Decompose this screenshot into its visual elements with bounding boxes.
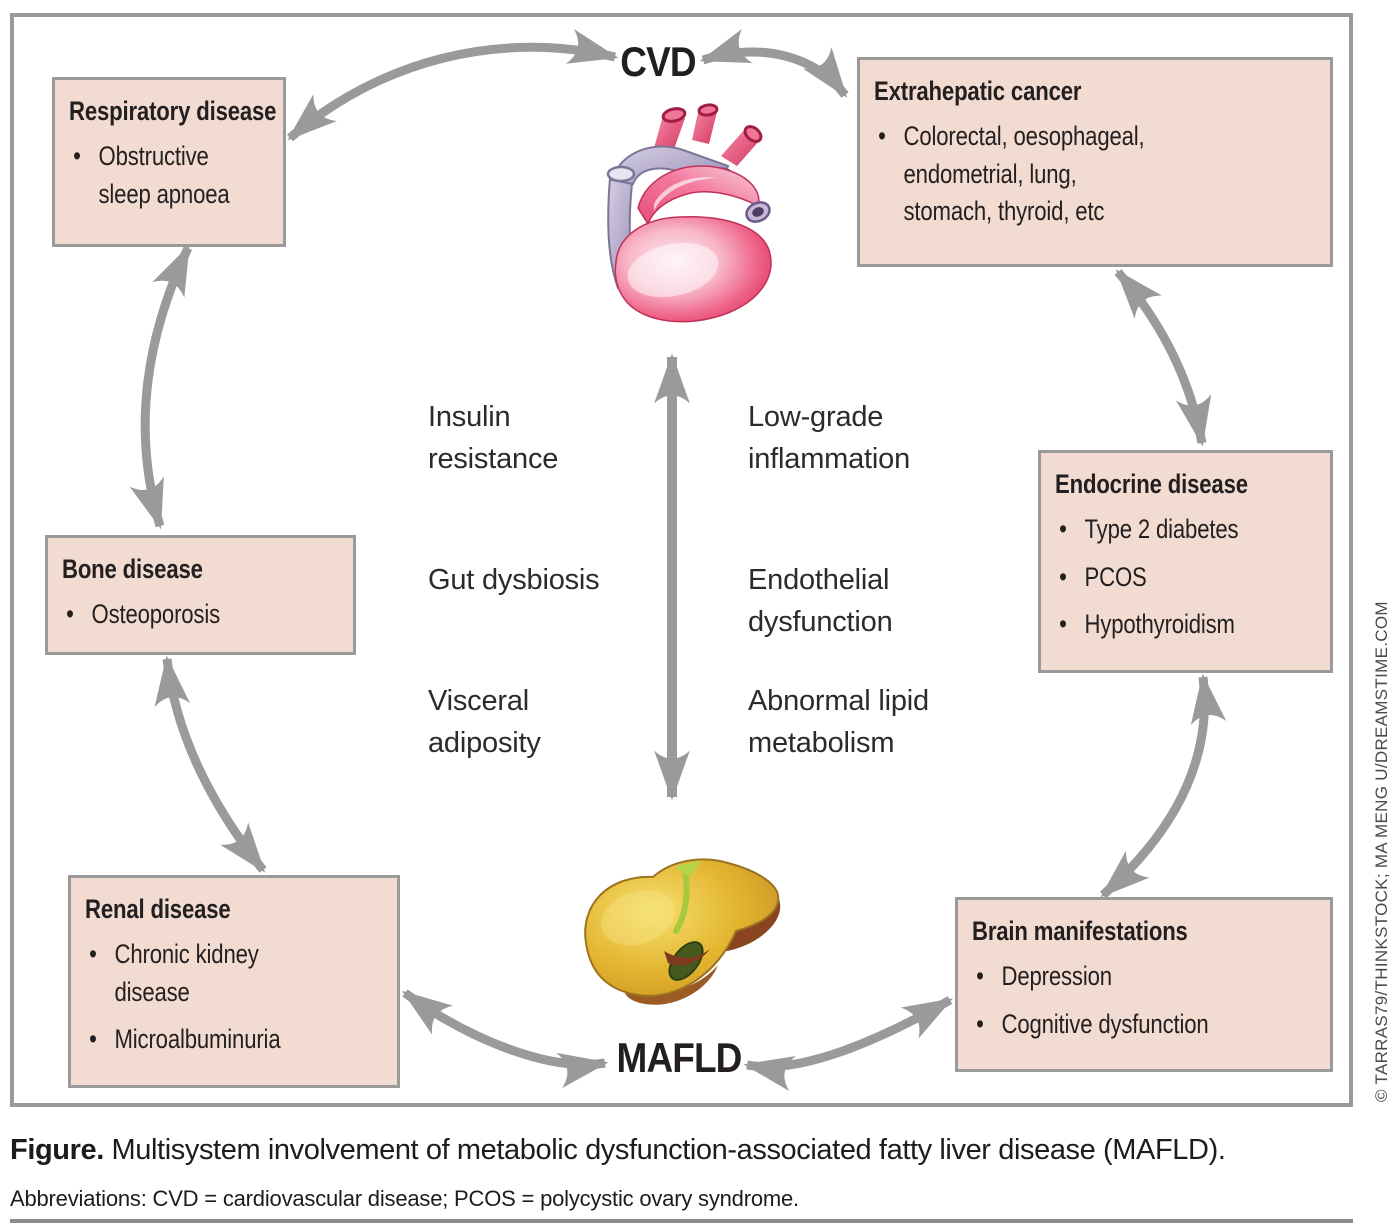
bullet-text: Obstructive sleep apnoea — [98, 140, 230, 209]
box-title: Renal disease — [85, 894, 231, 924]
heart-icon — [606, 103, 772, 323]
mediator-endothelial-dysfunction: Endothelial dysfunction — [748, 564, 893, 638]
bottom-rule — [10, 1219, 1353, 1223]
bullet-text: PCOS — [1084, 561, 1147, 592]
brain-manifestations-box: Brain manifestations • Depression • Cognit… — [955, 897, 1333, 1072]
bullet-dot: • — [976, 1008, 984, 1039]
liver-icon — [584, 858, 781, 1005]
bullet-dot: • — [976, 960, 984, 991]
bullet-text: Microalbuminuria — [114, 1024, 281, 1055]
bullet-text: Hypothyroidism — [1084, 609, 1235, 640]
mediator-insulin-resistance: Insulin resistance — [428, 401, 559, 475]
renal-disease-box: Renal disease • Chronic kidney disease • M… — [68, 875, 400, 1088]
bullet-text: Type 2 diabetes — [1084, 513, 1239, 544]
mediator-gut-dysbiosis: Gut dysbiosis — [428, 564, 600, 596]
bullet-text: Depression — [1001, 960, 1113, 991]
box-title: Endocrine disease — [1055, 469, 1248, 499]
extrahepatic-cancer-box: Extrahepatic cancer • Colorectal, oesopha… — [857, 57, 1333, 267]
mediator-abnormal-lipid-metabolism: Abnormal lipid metabolism — [748, 685, 929, 759]
bullet-dot: • — [1059, 609, 1067, 640]
bullet-dot: • — [89, 1024, 97, 1055]
image-credit: © TARRAS79/THINKSTOCK; MA MENG U/DREAMST… — [1372, 601, 1391, 1102]
box-title: Bone disease — [62, 554, 203, 584]
box-title: Extrahepatic cancer — [874, 76, 1082, 106]
mediator-visceral-adiposity: Visceral adiposity — [428, 685, 541, 759]
bullet-dot: • — [66, 598, 74, 629]
bone-disease-box: Bone disease • Osteoporosis — [45, 535, 356, 655]
caption-label: Figure. — [10, 1134, 104, 1166]
abbreviations: Abbreviations: CVD = cardiovascular dise… — [10, 1186, 799, 1211]
bullet-dot: • — [1059, 561, 1067, 592]
bullet-text: Cognitive dysfunction — [1001, 1008, 1209, 1039]
bullet-text: Osteoporosis — [91, 598, 221, 629]
box-title: Respiratory disease — [69, 96, 277, 126]
bullet-text: Colorectal, oesophageal, endometrial, lu… — [903, 120, 1145, 227]
bullet-dot: • — [73, 140, 81, 171]
bullet-dot: • — [878, 120, 886, 151]
bullet-dot: • — [89, 938, 97, 969]
mafld-label: MAFLD — [616, 1034, 743, 1081]
bullet-dot: • — [1059, 513, 1067, 544]
bullet-text: Chronic kidney disease — [114, 938, 259, 1007]
cvd-label: CVD — [620, 38, 696, 85]
mediator-low-grade-inflammation: Low-grade inflammation — [748, 401, 910, 475]
respiratory-disease-box: Respiratory disease • Obstructive sleep a… — [52, 77, 286, 247]
box-title: Brain manifestations — [972, 916, 1188, 946]
caption-text: Multisystem involvement of metabolic dys… — [103, 1134, 1226, 1166]
figure-caption: Figure. Multisystem involvement of metab… — [10, 1134, 1370, 1167]
endocrine-disease-box: Endocrine disease • Type 2 diabetes • PCOS… — [1038, 450, 1333, 673]
